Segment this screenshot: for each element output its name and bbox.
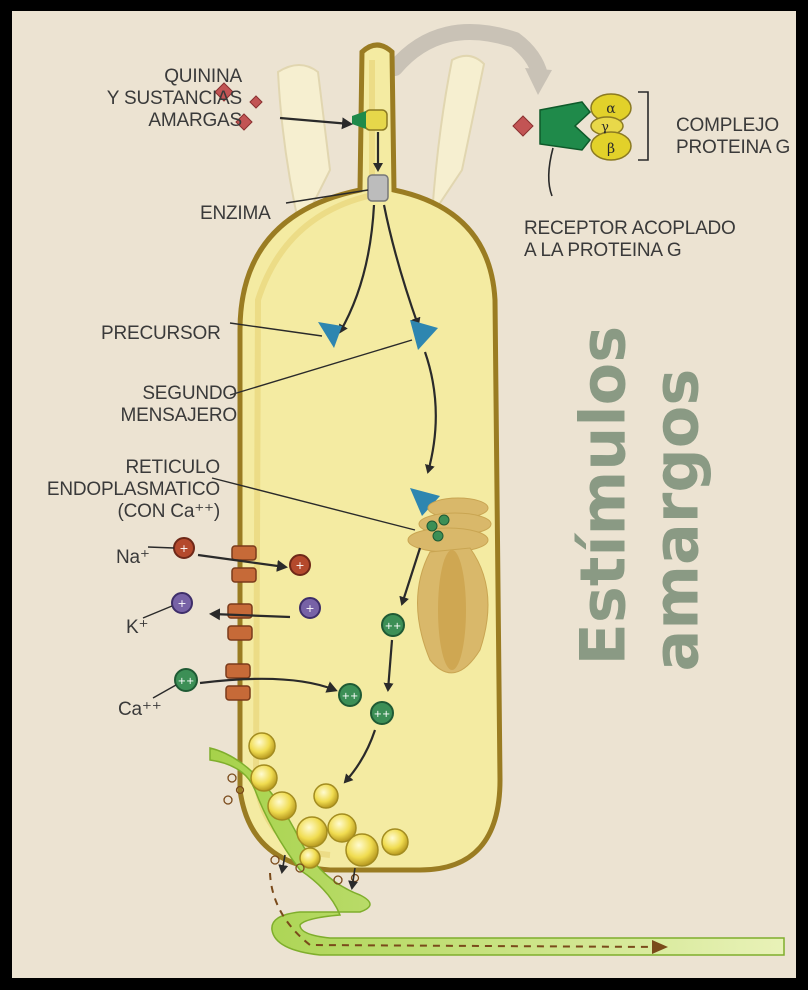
label-na: Na⁺ [116, 547, 150, 569]
label-enzima: ENZIMA [200, 203, 271, 225]
svg-text:++: ++ [374, 709, 391, 720]
svg-text:+: + [295, 559, 304, 572]
label-quinina: QUININA Y SUSTANCIAS AMARGAS [72, 66, 242, 132]
label-complejo: COMPLEJO PROTEINA G [676, 115, 790, 159]
svg-text:+: + [305, 602, 314, 615]
potassium-ion-inside: + [300, 598, 320, 618]
label-reticulo: RETICULO ENDOPLASMATICO (CON Ca⁺⁺) [10, 457, 220, 523]
svg-text:++: ++ [342, 691, 359, 702]
receptor-site [365, 110, 387, 130]
sodium-ion-outside: + [174, 538, 194, 558]
calcium-ion-inside: ++ [339, 684, 361, 706]
title-line-1: Estímulos [567, 386, 640, 666]
svg-text:++: ++ [385, 621, 402, 632]
potassium-ion-outside: + [172, 593, 192, 613]
title-line-2: amargos [640, 392, 713, 672]
gamma-subunit-label: γ [601, 120, 609, 135]
svg-text:++: ++ [178, 676, 195, 687]
label-precursor: PRECURSOR [101, 323, 221, 345]
label-segundo-mensajero: SEGUNDO MENSAJERO [72, 383, 237, 427]
inset-molecule [513, 116, 533, 136]
label-k: K⁺ [126, 617, 148, 639]
svg-text:+: + [177, 597, 186, 610]
label-ca: Ca⁺⁺ [118, 699, 162, 721]
complejo-bracket [638, 92, 648, 160]
calcium-ion-released-1: ++ [382, 614, 404, 636]
sodium-ion-inside: + [290, 555, 310, 575]
label-receptor: RECEPTOR ACOPLADO A LA PROTEINA G [524, 218, 736, 262]
diagram-panel: ++ ++ + + + + ++ ++ [12, 11, 796, 978]
beta-subunit-label: β [607, 141, 615, 157]
alpha-subunit-label: α [606, 101, 616, 117]
inset-receptor [540, 102, 590, 150]
calcium-ion-outside: ++ [175, 669, 197, 691]
calcium-ion-released-2: ++ [371, 702, 393, 724]
svg-text:+: + [179, 542, 188, 555]
enzyme-site [368, 175, 388, 201]
neighbor-cell-right [432, 56, 484, 215]
